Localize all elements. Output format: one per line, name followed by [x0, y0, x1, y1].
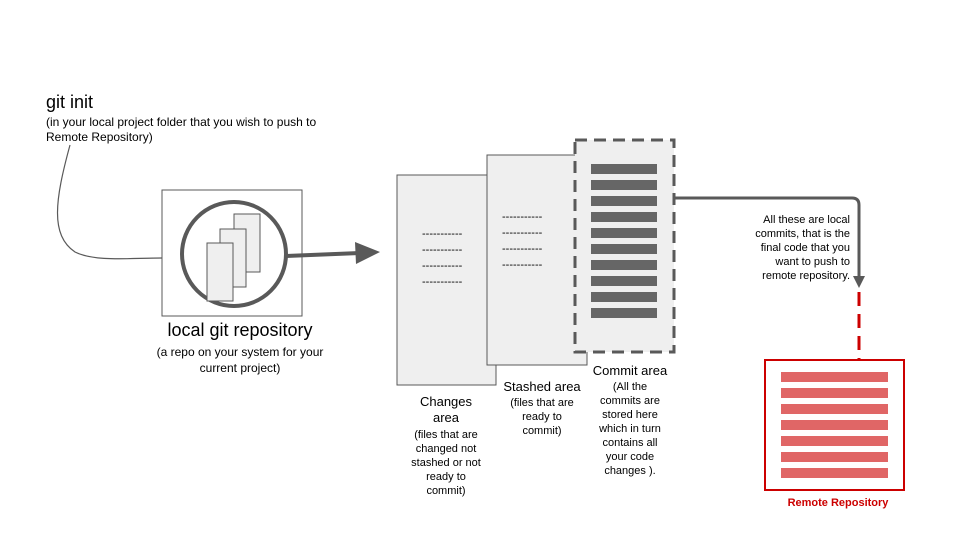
changes-area-dashes: ----------- ----------- ----------- ----… — [422, 228, 463, 288]
local-repo-subtitle-line-2: current project) — [199, 361, 281, 375]
commit-desc-line: (All the — [612, 381, 648, 393]
commit-bar — [591, 292, 657, 302]
local-note-line: want to push to — [775, 256, 850, 268]
git-init-subtitle-line-1: (in your local project folder that you w… — [46, 115, 317, 129]
git-init-title: git init — [46, 92, 94, 112]
local-repo-subtitle: (a repo on your system for your current … — [128, 344, 352, 376]
stashed-area-box — [486, 154, 588, 366]
local-note-line: remote repository. — [762, 270, 850, 282]
commit-bar — [591, 164, 657, 174]
push-connector — [674, 196, 865, 360]
commit-desc-line: which in turn — [599, 423, 661, 435]
commit-desc-line: your code — [605, 451, 655, 463]
remote-commit-bar — [781, 452, 888, 462]
changes-desc-line: (files that are — [414, 429, 478, 441]
remote-commit-bar — [781, 388, 888, 398]
commit-desc-line: stored here — [602, 409, 658, 421]
changes-desc-line: stashed or not — [411, 457, 481, 469]
stashed-area-description: (files that are ready to commit) — [492, 396, 592, 438]
stashed-desc-line: commit) — [522, 425, 562, 437]
commit-bar — [591, 244, 657, 254]
remote-commit-bar — [781, 468, 888, 478]
commit-bars — [591, 164, 657, 318]
commit-desc-line: commits are — [600, 395, 660, 407]
changes-area-box — [396, 174, 497, 386]
commit-area-label: Commit area — [592, 363, 668, 378]
stashed-desc-line: ready to — [522, 411, 562, 423]
changes-dash-2: ----------- — [422, 244, 463, 256]
local-note-line: commits, that is the — [755, 228, 850, 240]
changes-desc-line: commit) — [426, 485, 466, 497]
remote-commit-bar — [781, 420, 888, 430]
stashed-area-label: Stashed area — [503, 379, 581, 394]
remote-repository-label: Remote Repository — [787, 497, 889, 509]
repo-files-icon — [206, 213, 261, 302]
changes-desc-line: ready to — [426, 471, 466, 483]
git-init-subtitle: (in your local project folder that you w… — [46, 115, 316, 145]
local-note-line: final code that you — [760, 242, 850, 254]
commit-bar — [591, 260, 657, 270]
repo-to-areas-arrow — [285, 242, 380, 264]
local-commits-note: All these are local commits, that is the… — [694, 213, 850, 283]
changes-area-description: (files that are changed not stashed or n… — [396, 428, 496, 498]
local-note-line: All these are local — [763, 214, 850, 226]
stashed-dash-3: ----------- — [502, 243, 543, 255]
commit-bar — [591, 196, 657, 206]
local-repo-subtitle-line-1: (a repo on your system for your — [156, 345, 324, 359]
commit-bar — [591, 212, 657, 222]
remote-bars — [781, 372, 888, 478]
commit-desc-line: contains all — [602, 437, 658, 449]
commit-area-description: (All the commits are stored here which i… — [582, 380, 678, 478]
changes-dash-4: ----------- — [422, 276, 463, 288]
stashed-desc-line: (files that are — [510, 397, 574, 409]
git-init-subtitle-line-2: Remote Repository) — [46, 130, 153, 144]
changes-dash-3: ----------- — [422, 260, 463, 272]
remote-commit-bar — [781, 436, 888, 446]
stashed-dash-1: ----------- — [502, 211, 543, 223]
changes-area-label-line-1: Changes — [419, 394, 473, 409]
stashed-dash-2: ----------- — [502, 227, 543, 239]
commit-desc-line: changes ). — [604, 465, 656, 477]
changes-area-label-line-2: area — [432, 410, 460, 425]
commit-bar — [591, 276, 657, 286]
commit-bar — [591, 228, 657, 238]
commit-bar — [591, 180, 657, 190]
commit-bar — [591, 308, 657, 318]
stashed-dash-4: ----------- — [502, 259, 543, 271]
local-repo-title: local git repository — [167, 320, 313, 340]
init-connector-line — [56, 144, 163, 260]
changes-desc-line: changed not — [415, 443, 477, 455]
changes-dash-1: ----------- — [422, 228, 463, 240]
changes-area-label: Changes area — [388, 394, 504, 426]
remote-commit-bar — [781, 372, 888, 382]
stashed-area-dashes: ----------- ----------- ----------- ----… — [502, 211, 543, 271]
remote-commit-bar — [781, 404, 888, 414]
